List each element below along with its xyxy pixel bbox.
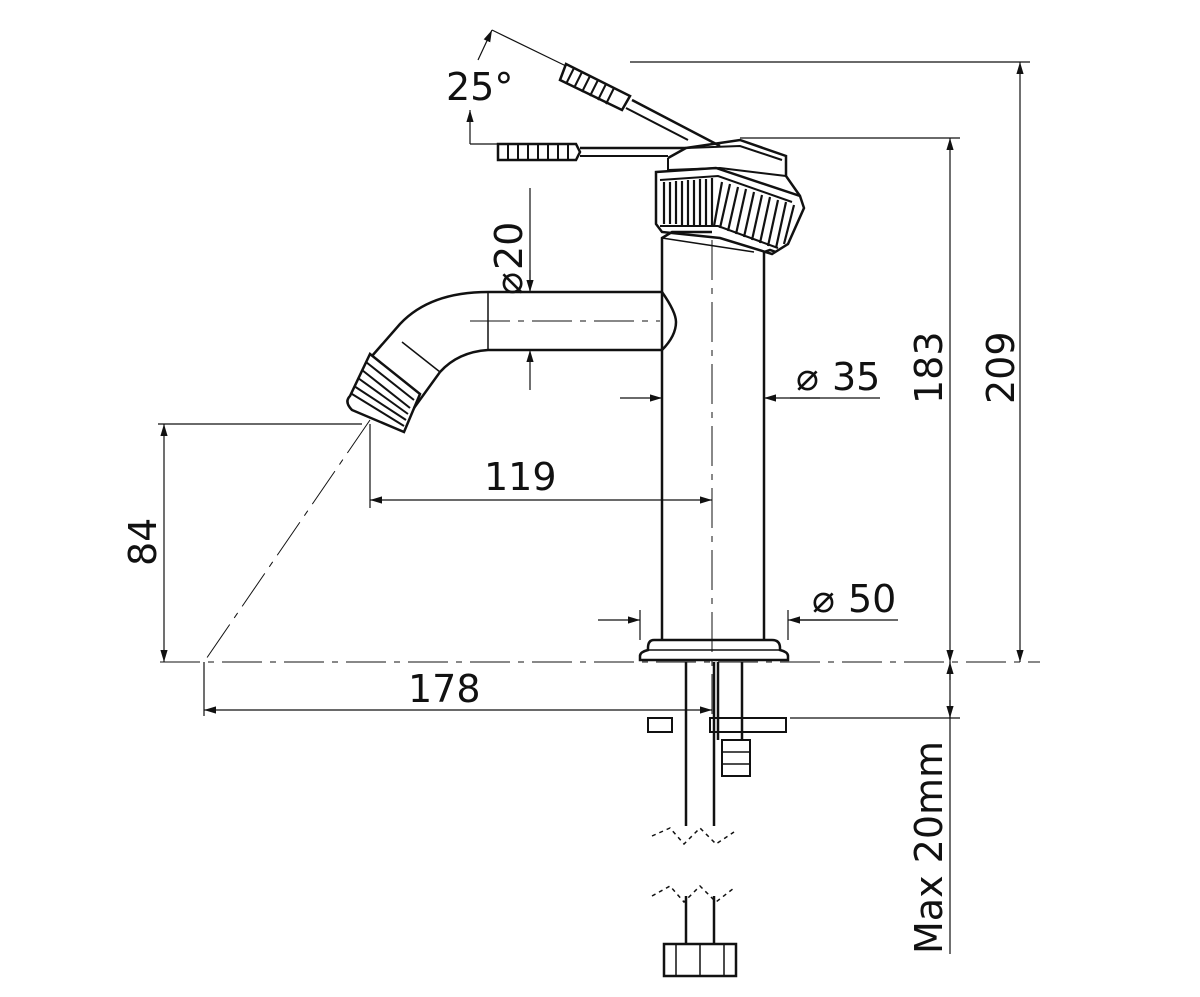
dim-max-thickness-label: Max 20mm	[907, 741, 951, 954]
dim-overall-height-label: 209	[979, 331, 1023, 404]
dim-spout-height-label: 84	[121, 518, 165, 566]
dim-spout-reach-label: 119	[484, 455, 557, 499]
diameter-symbol-body: ⌀	[796, 355, 819, 399]
dim-total-reach-label: 178	[408, 667, 481, 711]
diameter-symbol-base: ⌀	[812, 577, 835, 621]
dim-angle-label: 25°	[446, 65, 513, 109]
diameter-symbol-spout: ⌀	[487, 272, 531, 295]
dim-body-diameter-label: 35	[832, 355, 880, 399]
faucet-body	[638, 230, 790, 720]
dim-spout-diameter-label: 20	[487, 222, 531, 270]
dimension-lines	[158, 29, 1030, 954]
dim-body-height-label: 183	[907, 331, 951, 404]
handle-raised	[558, 62, 721, 148]
mounting-hardware	[647, 662, 787, 978]
handle-lowered	[496, 142, 686, 162]
spout	[203, 290, 678, 663]
knurled-head	[654, 138, 806, 256]
dim-base-diameter-label: 50	[848, 577, 896, 621]
